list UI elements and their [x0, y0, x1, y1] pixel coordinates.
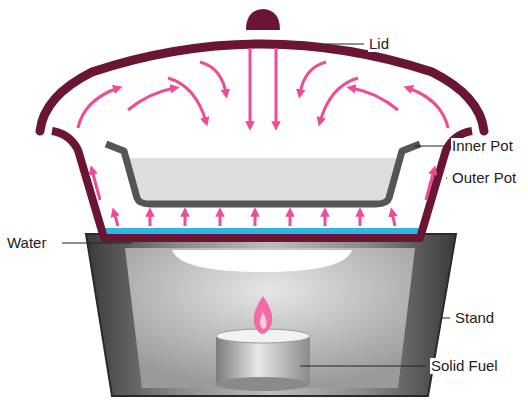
part-label: Solid Fuel: [430, 358, 499, 375]
stand-inside: [125, 248, 415, 388]
flame: [254, 296, 273, 334]
part-label: Lid: [368, 36, 390, 53]
fuel-base: [216, 377, 310, 391]
stand-opening: [172, 250, 352, 272]
lid: [40, 44, 484, 131]
part-label: Outer Pot: [451, 170, 517, 187]
outer-pot: [52, 131, 472, 238]
part-label: Inner Pot: [451, 138, 514, 155]
lid-knob: [246, 9, 280, 30]
part-label: Water: [6, 235, 47, 252]
steam-arrows: [78, 48, 448, 226]
stand-body: [86, 234, 456, 396]
part-label: Stand: [454, 310, 495, 327]
inner-pot: [106, 144, 420, 204]
inner-pot-contents: [129, 158, 397, 203]
flame-core: [260, 312, 267, 329]
leader-lines: [62, 44, 450, 366]
